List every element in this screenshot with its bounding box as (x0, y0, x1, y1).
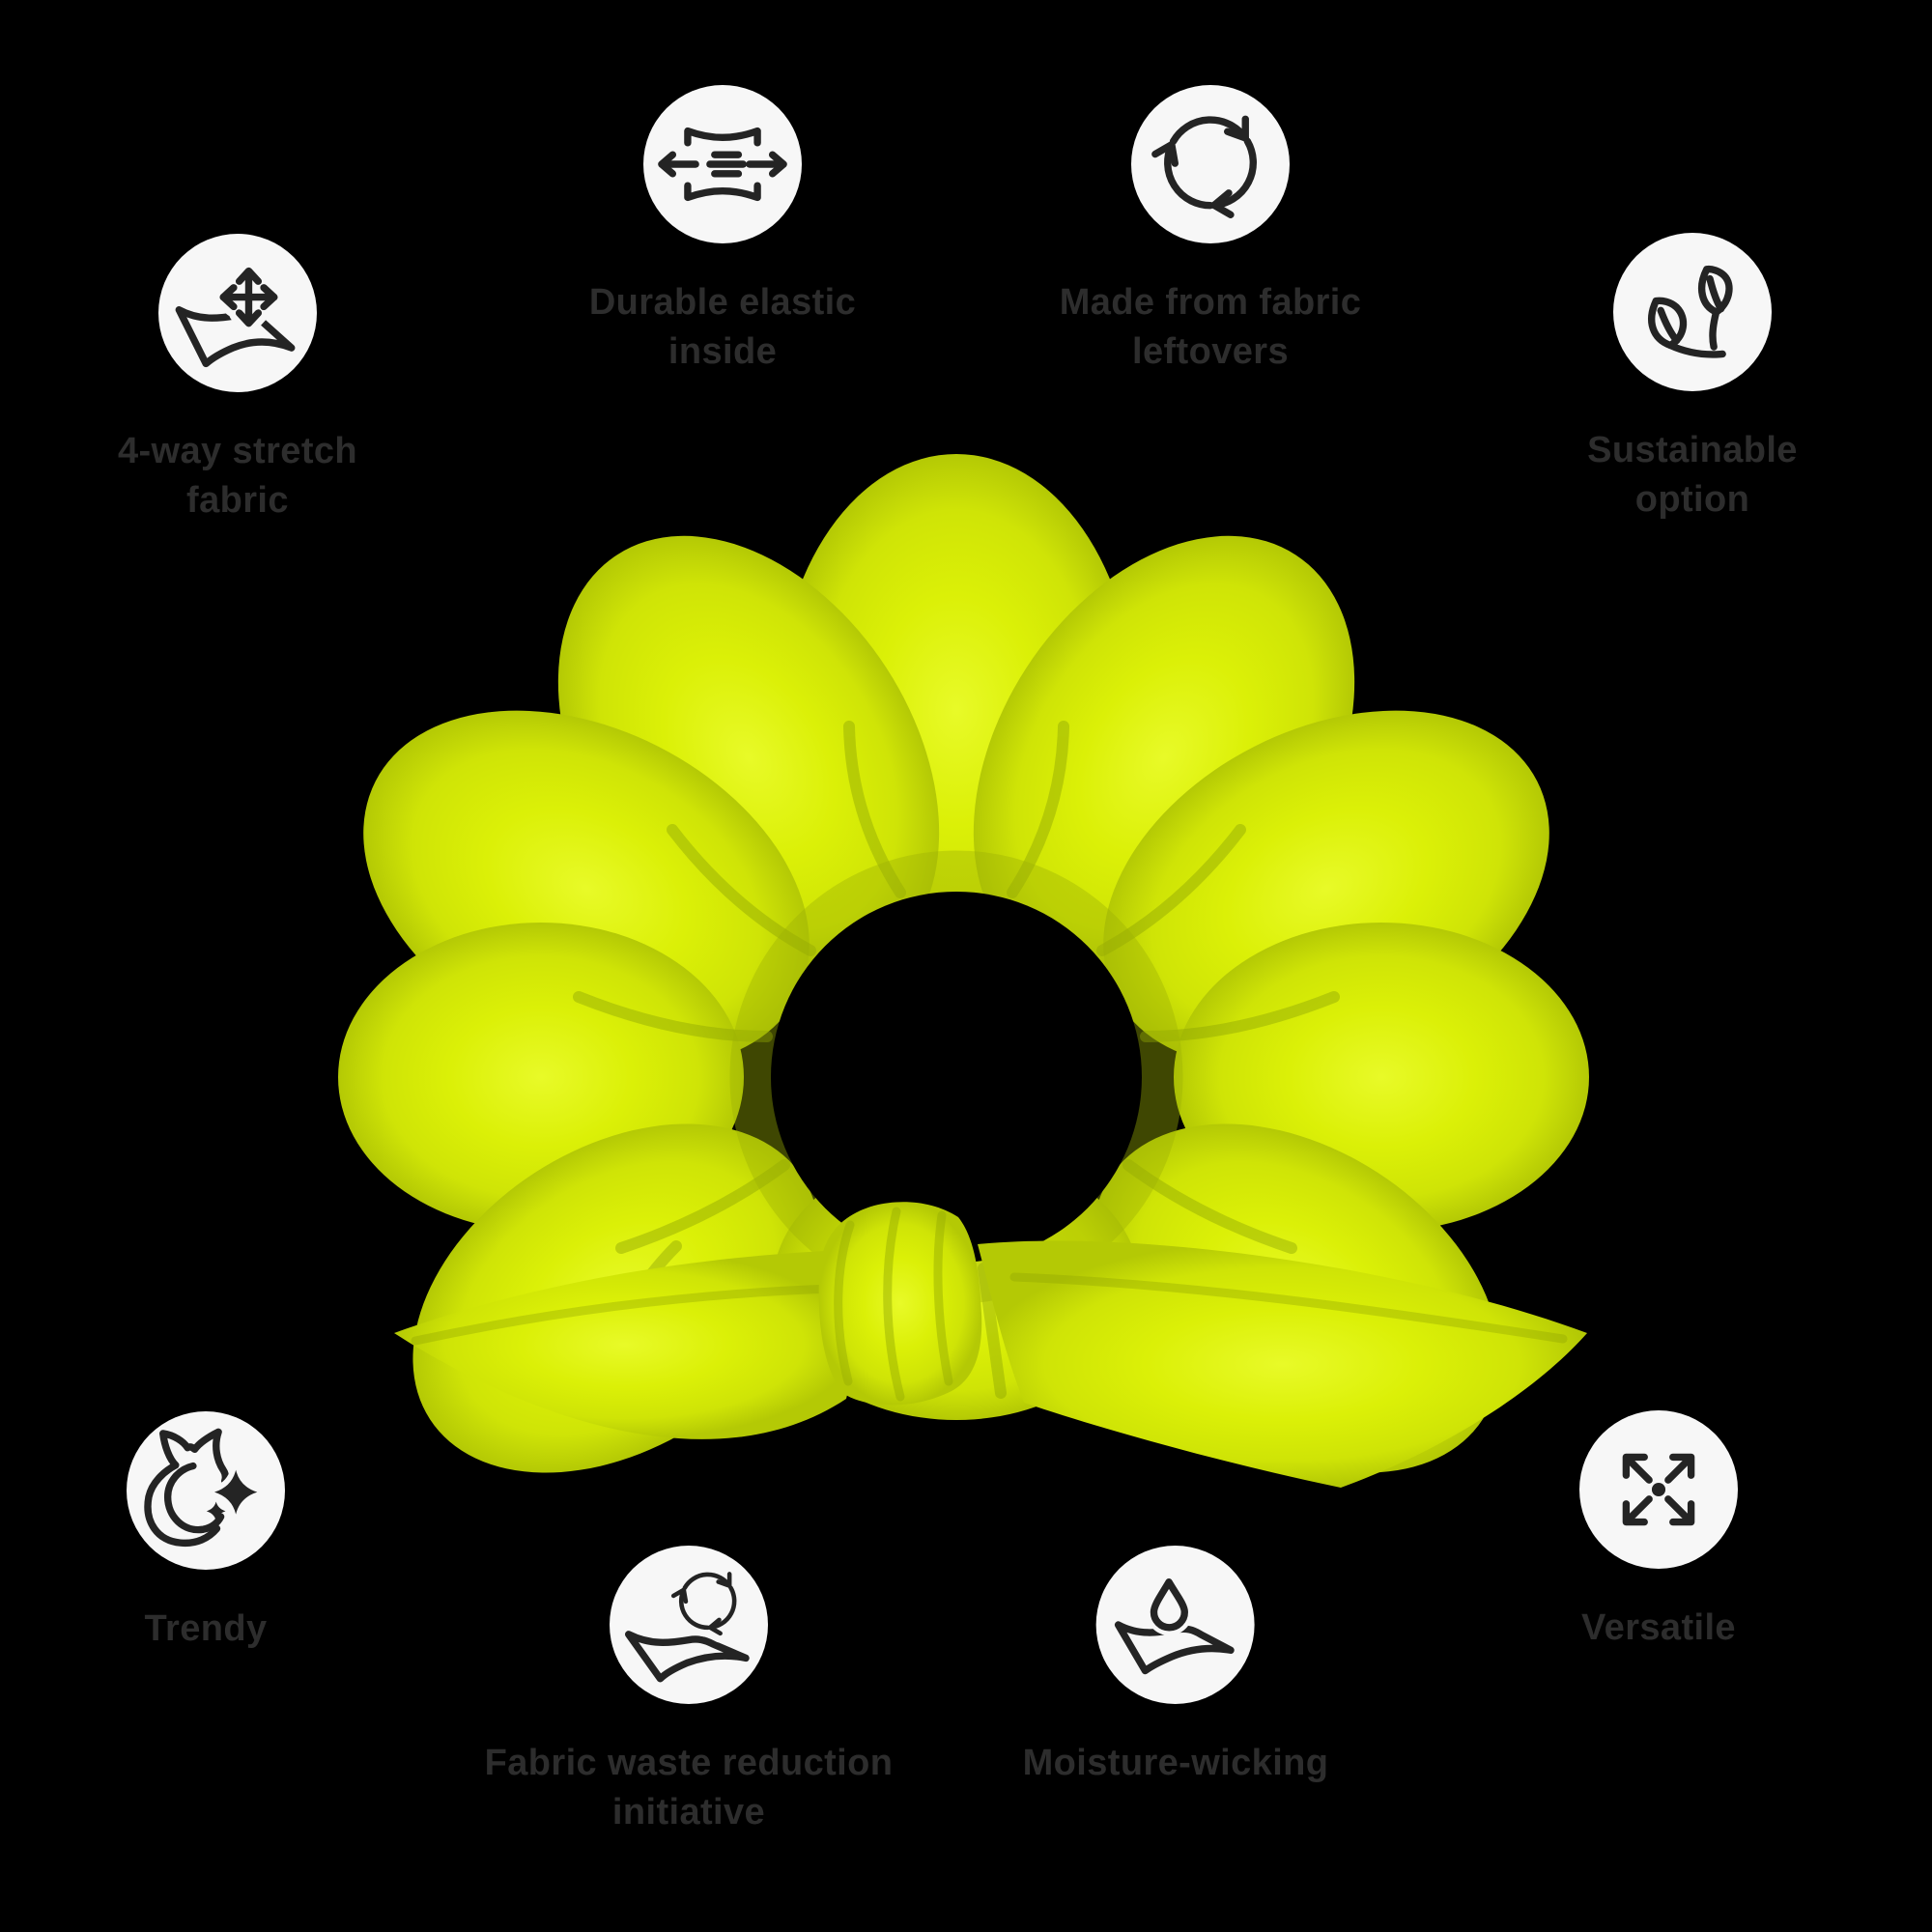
feature-versatile: Versatile (1579, 1410, 1738, 1653)
feature-label: Versatile (1581, 1607, 1736, 1648)
fabric-recycle-icon (610, 1546, 768, 1704)
scrunchie-sparkle-icon (127, 1411, 285, 1570)
feature-label: Fabric waste reduction initiative (484, 1743, 894, 1833)
feature-moisture-wicking: Moisture-wicking (1023, 1546, 1329, 1788)
feature-label: Trendy (144, 1608, 268, 1649)
feature-label: Sustainable option (1587, 430, 1798, 520)
fabric-creases (573, 721, 1340, 1399)
feature-sustainable: Sustainable option (1538, 233, 1847, 525)
feature-trendy: Trendy (127, 1411, 285, 1654)
elastic-band-icon (643, 85, 802, 243)
feature-4way-stretch: 4-way stretch fabric (78, 234, 397, 526)
scrunchie-hole (771, 892, 1142, 1263)
bow-tails (394, 1240, 1587, 1488)
feature-waste-reduction: Fabric waste reduction initiative (418, 1546, 959, 1837)
feature-label: Durable elastic inside (588, 282, 857, 372)
stretch-fabric-4way-icon (158, 234, 317, 392)
recycle-arrows-icon (1131, 85, 1290, 243)
fabric-droplet-icon (1095, 1546, 1255, 1704)
feature-durable-elastic: Durable elastic inside (539, 85, 906, 377)
expand-arrows-icon (1579, 1410, 1738, 1569)
feature-fabric-leftovers: Made from fabric leftovers (1003, 85, 1418, 377)
feature-label: Moisture-wicking (1022, 1743, 1329, 1783)
bow-knot (818, 1202, 982, 1406)
feature-label: 4-way stretch fabric (117, 431, 358, 521)
leaves-icon (1613, 233, 1772, 391)
feature-label: Made from fabric leftovers (1059, 282, 1362, 372)
